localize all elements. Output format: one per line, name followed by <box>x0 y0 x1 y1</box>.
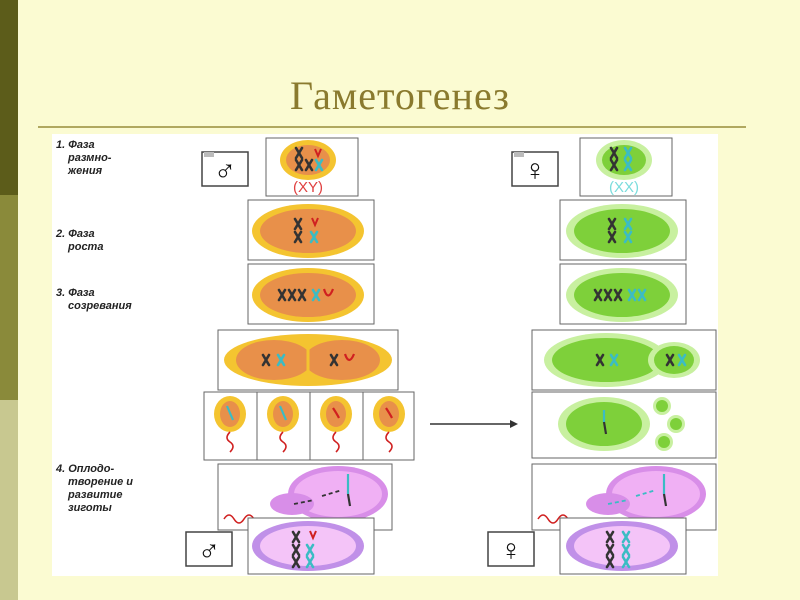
spermatid-4 <box>373 396 405 453</box>
female-karyotype: (XX) <box>609 179 639 196</box>
male-karyotype: (XY) <box>293 179 323 196</box>
female-symbol-box-top: ♀ <box>511 151 559 187</box>
phase-4-line-2: творение и <box>68 476 133 488</box>
sidebar-strip-light <box>0 400 18 600</box>
polar-body-3 <box>655 433 673 451</box>
female-cell-division <box>531 329 717 391</box>
sidebar-strip-dark <box>0 0 18 195</box>
male-symbol-box-bottom: ♂ <box>185 531 233 567</box>
male-symbol: ♂ <box>214 154 237 187</box>
female-symbol-box-bottom: ♀ <box>487 531 535 567</box>
phase-2-line-2: роста <box>67 241 103 253</box>
phase-label-3: 3. Фаза созревания <box>56 287 132 312</box>
sidebar-strip-mid <box>0 195 18 400</box>
male-symbol-bottom: ♂ <box>198 534 221 567</box>
female-ovum-polar-bodies <box>531 391 717 459</box>
polar-body-2 <box>667 415 685 433</box>
phase-3-line-2: созревания <box>68 300 132 312</box>
process-arrow <box>430 420 518 428</box>
female-cell-phase-2 <box>559 199 687 261</box>
female-cell-phase-3 <box>559 263 687 325</box>
polar-body-1 <box>653 397 671 415</box>
female-zygote <box>559 517 687 575</box>
female-cell-phase-1: (XX) <box>579 137 673 197</box>
phase-4-line-4: зиготы <box>68 502 112 514</box>
male-symbol-box-top: ♂ <box>201 151 249 187</box>
gametogenesis-diagram: 1. Фаза размно- жения 2. Фаза роста 3. Ф… <box>52 134 718 576</box>
male-cell-division <box>217 329 399 391</box>
male-cell-phase-1: (XY) <box>265 137 359 197</box>
spermatid-1 <box>214 396 246 453</box>
spermatid-3 <box>320 396 352 453</box>
phase-1-line-2: размно- <box>67 152 112 164</box>
phase-label-2: 2. Фаза роста <box>55 228 103 253</box>
title-divider <box>38 126 746 128</box>
slide-title: Гаметогенез <box>290 73 510 118</box>
phase-1-line-3: жения <box>67 165 103 177</box>
female-symbol: ♀ <box>524 154 547 187</box>
phase-4-line-3: развитие <box>67 489 122 501</box>
male-spermatids <box>203 391 415 461</box>
phase-label-4: 4. Оплодо- творение и развитие зиготы <box>55 463 133 514</box>
male-cell-phase-3 <box>247 263 375 325</box>
male-cell-phase-2 <box>247 199 375 261</box>
phase-3-line-1: 3. Фаза <box>56 287 95 299</box>
phase-4-line-1: 4. Оплодо- <box>55 463 114 475</box>
spermatid-2 <box>267 396 299 453</box>
female-symbol-bottom: ♀ <box>500 534 523 567</box>
phase-label-1: 1. Фаза размно- жения <box>56 139 112 177</box>
phase-2-line-1: 2. Фаза <box>55 228 95 240</box>
male-zygote <box>247 517 375 575</box>
phase-1-line-1: 1. Фаза <box>56 139 95 151</box>
